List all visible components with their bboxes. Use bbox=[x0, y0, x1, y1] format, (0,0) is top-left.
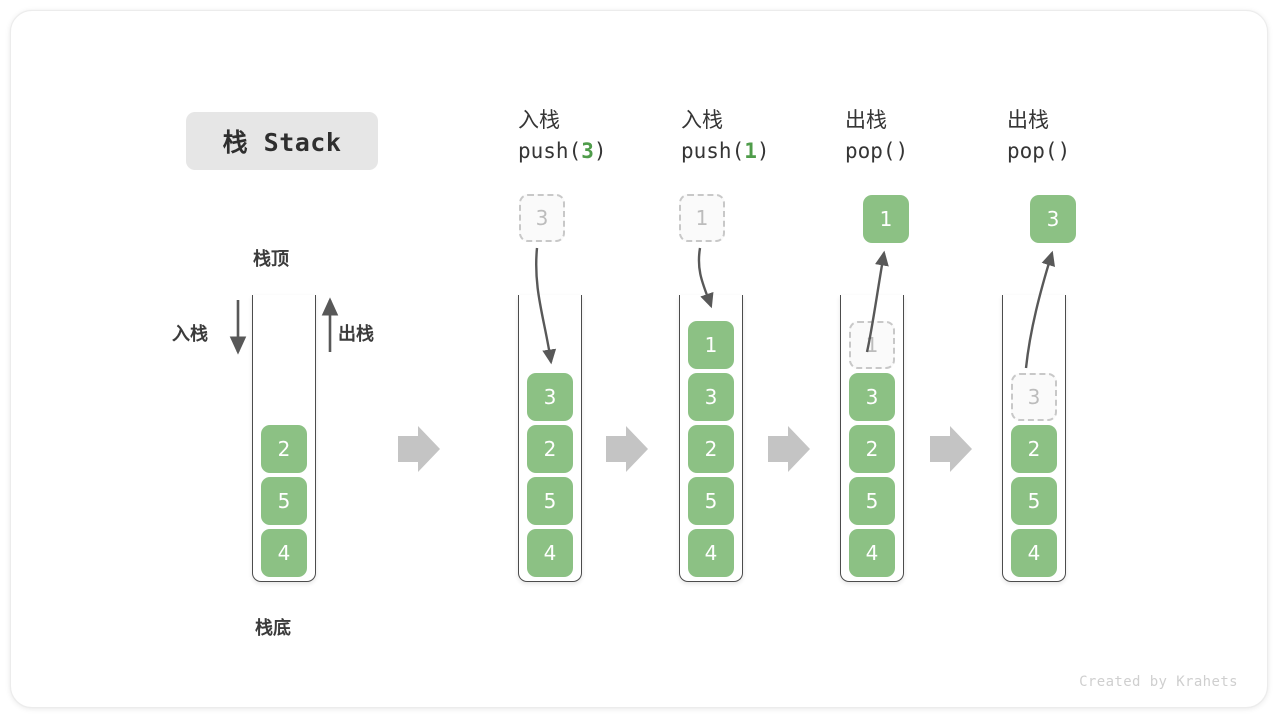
incoming-value-box-1: 1 bbox=[679, 194, 725, 242]
column-header-code: pop() bbox=[1007, 135, 1177, 167]
stack-cell: 5 bbox=[688, 477, 734, 525]
column-header-cn: 入栈 bbox=[681, 108, 723, 132]
code-arg: 3 bbox=[581, 139, 594, 163]
stack-bottom-label: 栈底 bbox=[255, 618, 291, 639]
ghost-cell: 1 bbox=[849, 321, 895, 369]
code-prefix: pop( bbox=[1007, 139, 1058, 163]
stack-cells-push-1: 1 3 2 5 4 bbox=[680, 321, 742, 577]
stack-cell: 4 bbox=[849, 529, 895, 577]
popped-value-box-3: 3 bbox=[1030, 195, 1076, 243]
stack-cell: 2 bbox=[261, 425, 307, 473]
stack-cell: 2 bbox=[527, 425, 573, 473]
code-arg: 1 bbox=[744, 139, 757, 163]
stack-container-push-1: 1 3 2 5 4 bbox=[679, 295, 743, 582]
stack-top-label: 栈顶 bbox=[253, 249, 289, 270]
stack-cell: 3 bbox=[688, 373, 734, 421]
stack-cell: 5 bbox=[1011, 477, 1057, 525]
stack-cell: 4 bbox=[527, 529, 573, 577]
stack-container-pop-1: 1 3 2 5 4 bbox=[840, 295, 904, 582]
column-header-code: push(1) bbox=[681, 135, 851, 167]
ghost-cell: 3 bbox=[519, 194, 565, 242]
code-prefix: push( bbox=[681, 139, 745, 163]
stack-cell: 4 bbox=[1011, 529, 1057, 577]
pop-direction-label: 出栈 bbox=[338, 324, 374, 345]
stack-container-push-3: 3 2 5 4 bbox=[518, 295, 582, 582]
stack-cell: 2 bbox=[849, 425, 895, 473]
stack-cell: 2 bbox=[688, 425, 734, 473]
stack-cell: 4 bbox=[261, 529, 307, 577]
code-suffix: ) bbox=[593, 139, 607, 163]
ghost-cell: 1 bbox=[679, 194, 725, 242]
stack-cell: 5 bbox=[849, 477, 895, 525]
stack-cells-pop-3: 3 2 5 4 bbox=[1003, 373, 1065, 577]
stack-container-pop-3: 3 2 5 4 bbox=[1002, 295, 1066, 582]
stack-cell: 2 bbox=[1011, 425, 1057, 473]
stack-cell: 1 bbox=[688, 321, 734, 369]
column-header-cn: 出栈 bbox=[1007, 108, 1049, 132]
code-suffix: ) bbox=[895, 139, 909, 163]
stack-cell: 5 bbox=[527, 477, 573, 525]
stack-cell: 3 bbox=[849, 373, 895, 421]
stack-cells-pop-1: 1 3 2 5 4 bbox=[841, 321, 903, 577]
popped-cell: 3 bbox=[1030, 195, 1076, 243]
column-header-pop-1: 出栈 pop() bbox=[845, 105, 1015, 167]
column-header-code: push(3) bbox=[518, 135, 688, 167]
column-header-push-3: 入栈 push(3) bbox=[518, 105, 688, 167]
column-header-cn: 出栈 bbox=[845, 108, 887, 132]
stack-cells-push-3: 3 2 5 4 bbox=[519, 373, 581, 577]
popped-cell: 1 bbox=[863, 195, 909, 243]
code-prefix: push( bbox=[518, 139, 582, 163]
stack-container-initial: 2 5 4 bbox=[252, 295, 316, 582]
code-suffix: ) bbox=[756, 139, 770, 163]
stack-cells-initial: 2 5 4 bbox=[253, 425, 315, 577]
stack-cell: 4 bbox=[688, 529, 734, 577]
stack-cell: 5 bbox=[261, 477, 307, 525]
code-prefix: pop( bbox=[845, 139, 896, 163]
incoming-value-box-3: 3 bbox=[519, 194, 565, 242]
column-header-pop-3: 出栈 pop() bbox=[1007, 105, 1177, 167]
footer-credit: Created by Krahets bbox=[1079, 674, 1238, 690]
code-suffix: ) bbox=[1057, 139, 1071, 163]
column-header-code: pop() bbox=[845, 135, 1015, 167]
push-direction-label: 入栈 bbox=[172, 324, 208, 345]
ghost-cell: 3 bbox=[1011, 373, 1057, 421]
popped-value-box-1: 1 bbox=[863, 195, 909, 243]
diagram-title-badge: 栈 Stack bbox=[186, 112, 378, 170]
stack-cell: 3 bbox=[527, 373, 573, 421]
column-header-cn: 入栈 bbox=[518, 108, 560, 132]
column-header-push-1: 入栈 push(1) bbox=[681, 105, 851, 167]
